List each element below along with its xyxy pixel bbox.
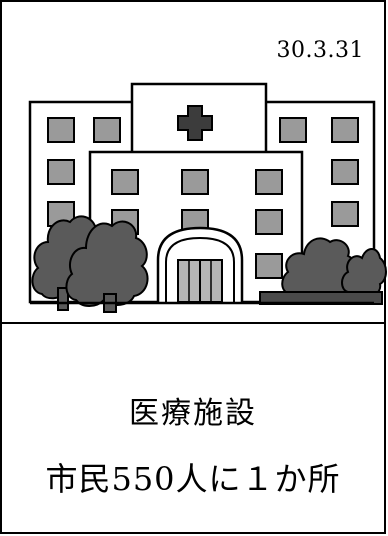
date-label: 30.3.31 (276, 38, 364, 63)
stat-text: 市民550人に１か所 (45, 460, 341, 498)
illustration-panel: 30.3.31 (2, 2, 387, 324)
hospital-building-icon (28, 82, 387, 313)
info-panel: 医療施設 市民550人に１か所 (2, 324, 384, 536)
category-title: 医療施設 (129, 396, 257, 431)
